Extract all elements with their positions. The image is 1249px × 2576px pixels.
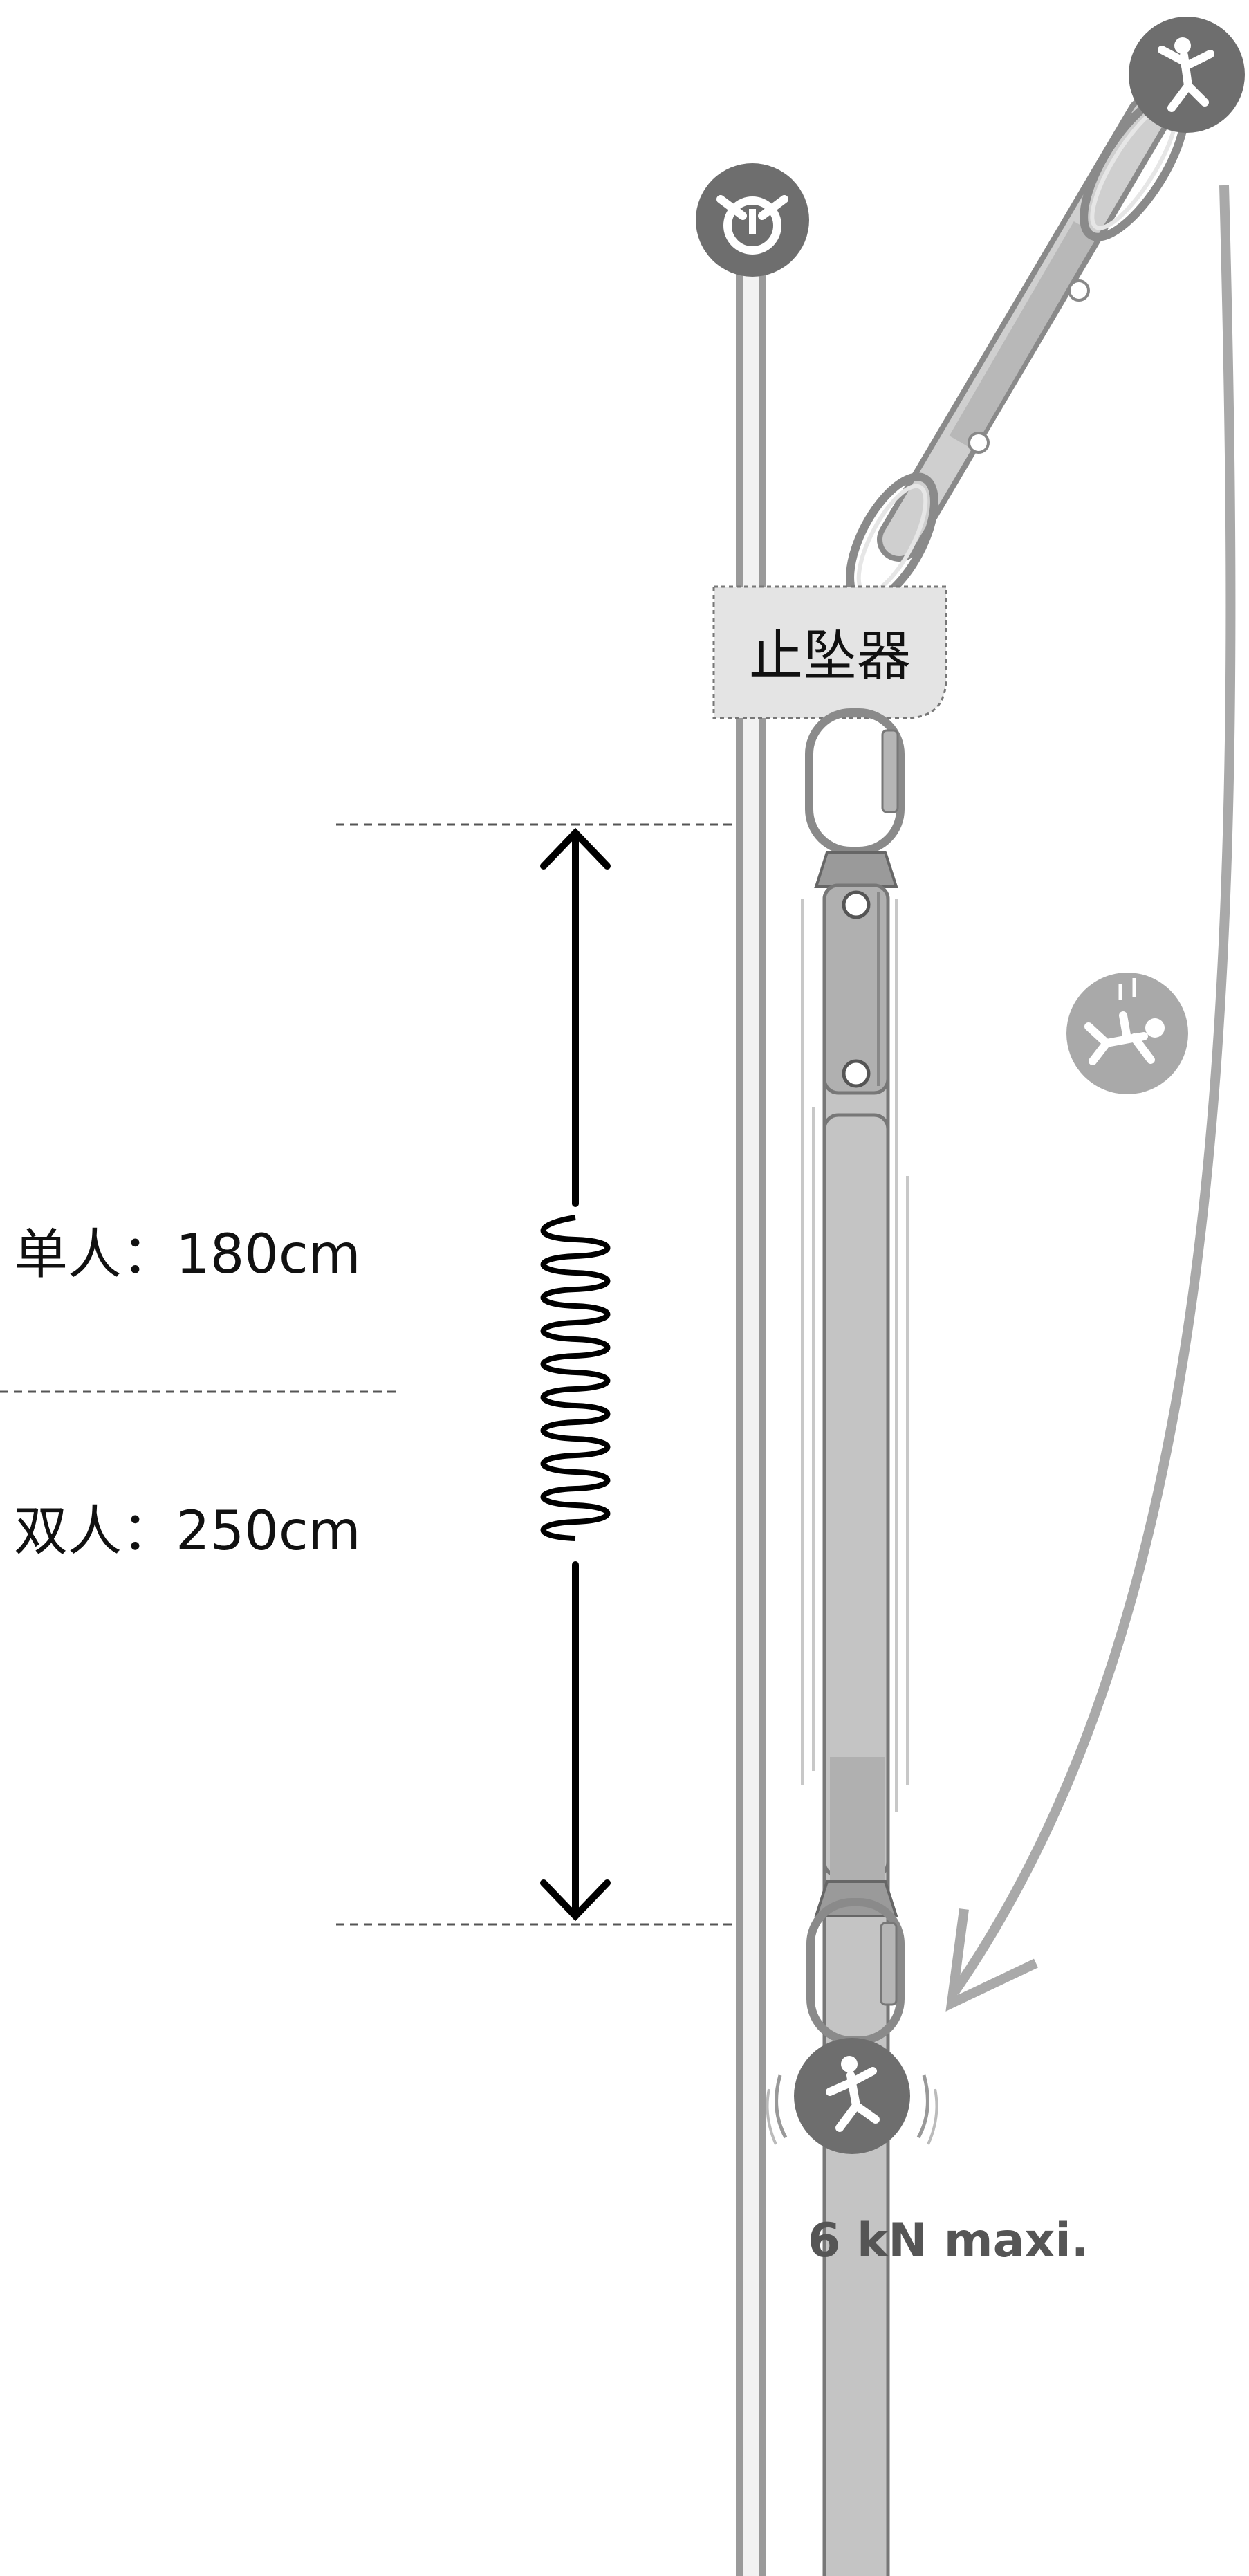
- double-person-label: 双人：250cm: [14, 1500, 361, 1563]
- climber-icon: [1129, 17, 1245, 133]
- energy-absorber: [814, 851, 898, 2576]
- measurement-guides: [0, 823, 733, 1926]
- force-label: 6 kN maxi.: [808, 2214, 1089, 2268]
- coil-spring: [540, 1215, 611, 1541]
- upper-lanyard: [877, 95, 1170, 562]
- top-carabiner: [805, 708, 905, 855]
- anchor-icon: [696, 163, 809, 277]
- fallen-person-icon: [766, 2038, 938, 2154]
- motion-lines: [801, 899, 909, 1812]
- measurement-arrow: [540, 827, 611, 1922]
- falling-person-icon: [1066, 973, 1188, 1094]
- single-person-label: 单人：180cm: [14, 1224, 361, 1286]
- fall-path-arrow: [945, 185, 1236, 2012]
- fall-arrester-device: [712, 585, 947, 719]
- device-label: 止坠器: [749, 625, 911, 688]
